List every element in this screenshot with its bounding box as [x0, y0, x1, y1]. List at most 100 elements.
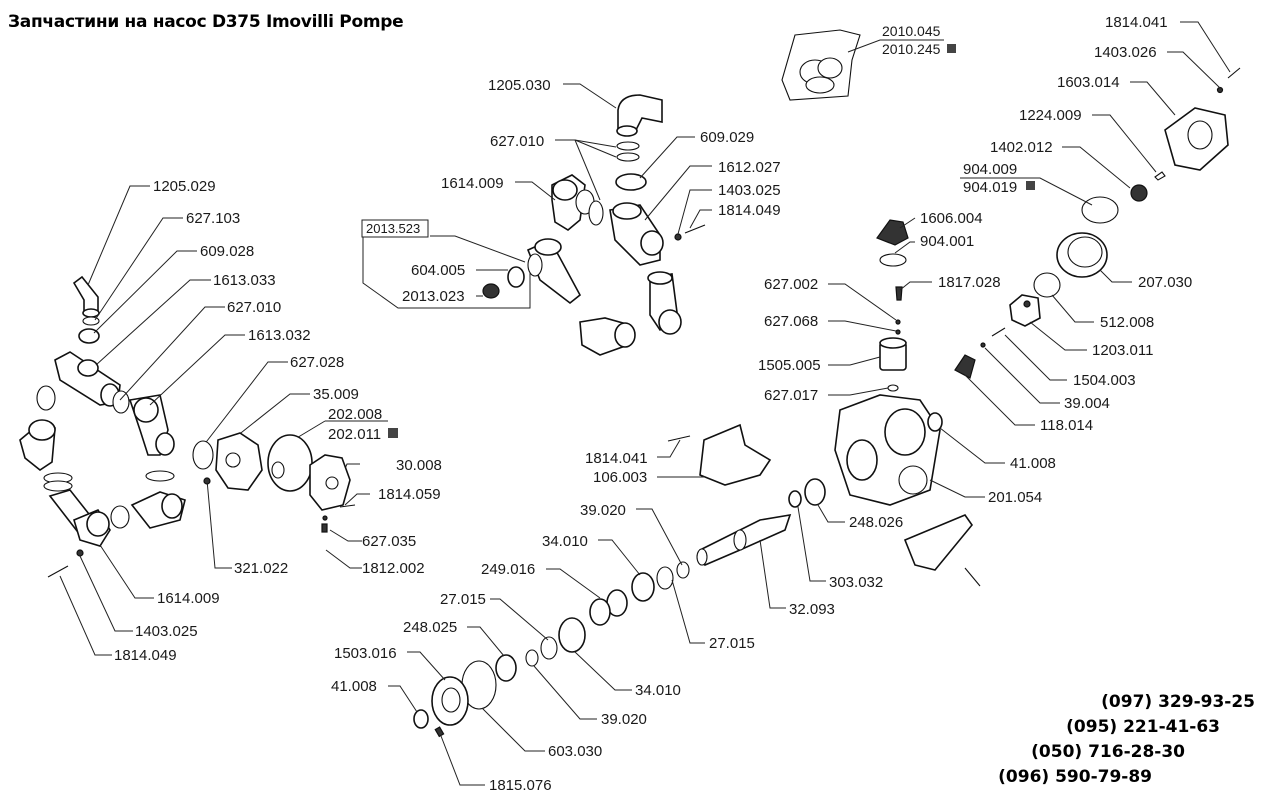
part-oring-627-010-c2	[616, 152, 640, 162]
part-elbow-1205-030	[616, 94, 663, 137]
label-207-030: 207.030	[1138, 274, 1192, 291]
label-106-003: 106.003	[593, 469, 647, 486]
leaders-center	[362, 83, 712, 309]
label-1613-033: 1613.033	[213, 272, 276, 289]
part-oring-627-010-c1	[616, 141, 640, 151]
label-39-020-bottom: 39.020	[601, 711, 647, 728]
page-title: Запчастини на насос D375 Imovilli Pompe	[8, 12, 404, 32]
part-seal-41-008-bottom	[413, 709, 429, 729]
label-627-103: 627.103	[186, 210, 240, 227]
label-1814-041-mid: 1814.041	[585, 450, 648, 467]
part-oring-627-028	[192, 440, 214, 470]
part-washer-1403-025-center	[674, 233, 682, 241]
part-seal-303-032	[788, 490, 802, 508]
part-bearing-248-025	[495, 654, 517, 682]
label-904-009: 904.009	[963, 161, 1017, 178]
part-washer-1403-025-left	[76, 549, 84, 557]
label-1403-025-left: 1403.025	[135, 623, 198, 640]
label-627-068: 627.068	[764, 313, 818, 330]
label-41-008-bottom: 41.008	[331, 678, 377, 695]
label-904-001: 904.001	[920, 233, 974, 250]
label-41-008-right: 41.008	[1010, 455, 1056, 472]
part-bearing-248-026	[804, 478, 826, 506]
label-627-010-center: 627.010	[490, 133, 544, 150]
part-seal-34-010-bottom	[558, 617, 586, 653]
leaders-right	[828, 21, 1231, 498]
part-crankcase-201-054	[834, 394, 941, 506]
part-bracket-106-003	[699, 423, 772, 486]
label-904-019: 904.019	[963, 179, 1017, 196]
label-39-004: 39.004	[1064, 395, 1110, 412]
diaphragm-group	[192, 432, 356, 533]
label-627-028: 627.028	[290, 354, 344, 371]
label-35-009: 35.009	[313, 386, 359, 403]
label-248-025: 248.025	[403, 619, 457, 636]
label-1814-049-center: 1814.049	[718, 202, 781, 219]
label-603-030: 603.030	[548, 743, 602, 760]
part-manifold-1613-033	[54, 351, 121, 407]
part-nut-609-029	[615, 173, 647, 191]
part-bearing-249-016-b	[589, 598, 611, 626]
shaft-group	[413, 423, 792, 738]
part-bolt-1814-049-left	[47, 565, 69, 578]
part-valve-1224-009	[1154, 171, 1166, 181]
label-1205-030: 1205.030	[488, 77, 551, 94]
label-34-010-bottom: 34.010	[635, 682, 681, 699]
part-manifold-lower-right	[130, 491, 186, 529]
label-1205-029: 1205.029	[153, 178, 216, 195]
part-manifold-1614-009-center	[551, 174, 595, 231]
label-1503-016: 1503.016	[334, 645, 397, 662]
label-118-014: 118.014	[1040, 417, 1093, 434]
part-screw-1817-028	[895, 286, 903, 301]
part-bolt-1814-049-center	[684, 224, 706, 234]
phone-2: (095) 221-41-63	[1066, 717, 1220, 737]
label-39-020-top: 39.020	[580, 502, 626, 519]
label-248-026: 248.026	[849, 514, 903, 531]
label-202-008: 202.008	[328, 406, 382, 423]
label-1814-059: 1814.059	[378, 486, 441, 503]
label-1815-076: 1815.076	[489, 777, 552, 794]
label-1603-014: 1603.014	[1057, 74, 1120, 91]
label-321-022: 321.022	[234, 560, 288, 577]
part-manifold-center-low	[579, 317, 636, 356]
label-2013-523: 2013.523	[366, 221, 420, 236]
left-manifold-group	[19, 275, 186, 578]
label-1612-027: 1612.027	[718, 159, 781, 176]
part-oring-512-008	[1033, 272, 1061, 298]
part-bolt-lower	[964, 567, 981, 587]
kit-marker-icon	[947, 44, 956, 53]
part-cover-30-008	[309, 454, 351, 511]
label-2010-045: 2010.045	[882, 23, 941, 39]
label-1814-049-left: 1814.049	[114, 647, 177, 664]
label-303-032: 303.032	[829, 574, 883, 591]
part-oring-627-010-left-a	[36, 385, 56, 411]
part-bolt-1814-059	[339, 504, 356, 508]
label-1203-011: 1203.011	[1092, 342, 1153, 359]
part-oring-627-103	[82, 316, 100, 326]
contact-phones: (097) 329-93-25 (095) 221-41-63 (050) 71…	[998, 690, 1255, 790]
part-plunger-1203-011	[1009, 294, 1041, 327]
right-mid-group	[788, 219, 981, 587]
label-609-029: 609.029	[700, 129, 754, 146]
label-249-016: 249.016	[481, 561, 535, 578]
label-604-005: 604.005	[411, 262, 465, 279]
kit-box-2013-523	[361, 219, 429, 238]
label-34-010-top: 34.010	[542, 533, 588, 550]
part-tube-center	[647, 271, 682, 335]
label-27-015-left: 27.015	[440, 591, 486, 608]
part-ball-321-022	[203, 477, 211, 485]
part-conrod-118-014	[954, 354, 976, 379]
right-head-group	[954, 67, 1241, 379]
label-202-011: 202.011	[328, 426, 381, 443]
label-627-010-left: 627.010	[227, 299, 281, 316]
part-disc-1402-012	[1130, 184, 1148, 202]
label-627-002: 627.002	[764, 276, 818, 293]
phone-3: (050) 716-28-30	[1031, 742, 1185, 762]
part-screw-1815-076	[434, 726, 445, 738]
part-oring-left-d	[43, 480, 73, 492]
part-manifold-1613-032	[128, 394, 175, 456]
phone-4: (096) 590-79-89	[998, 767, 1152, 787]
label-1614-009-left: 1614.009	[157, 590, 220, 607]
part-bracket-lower	[903, 514, 974, 571]
part-manifold-1614-009-left	[73, 508, 111, 547]
